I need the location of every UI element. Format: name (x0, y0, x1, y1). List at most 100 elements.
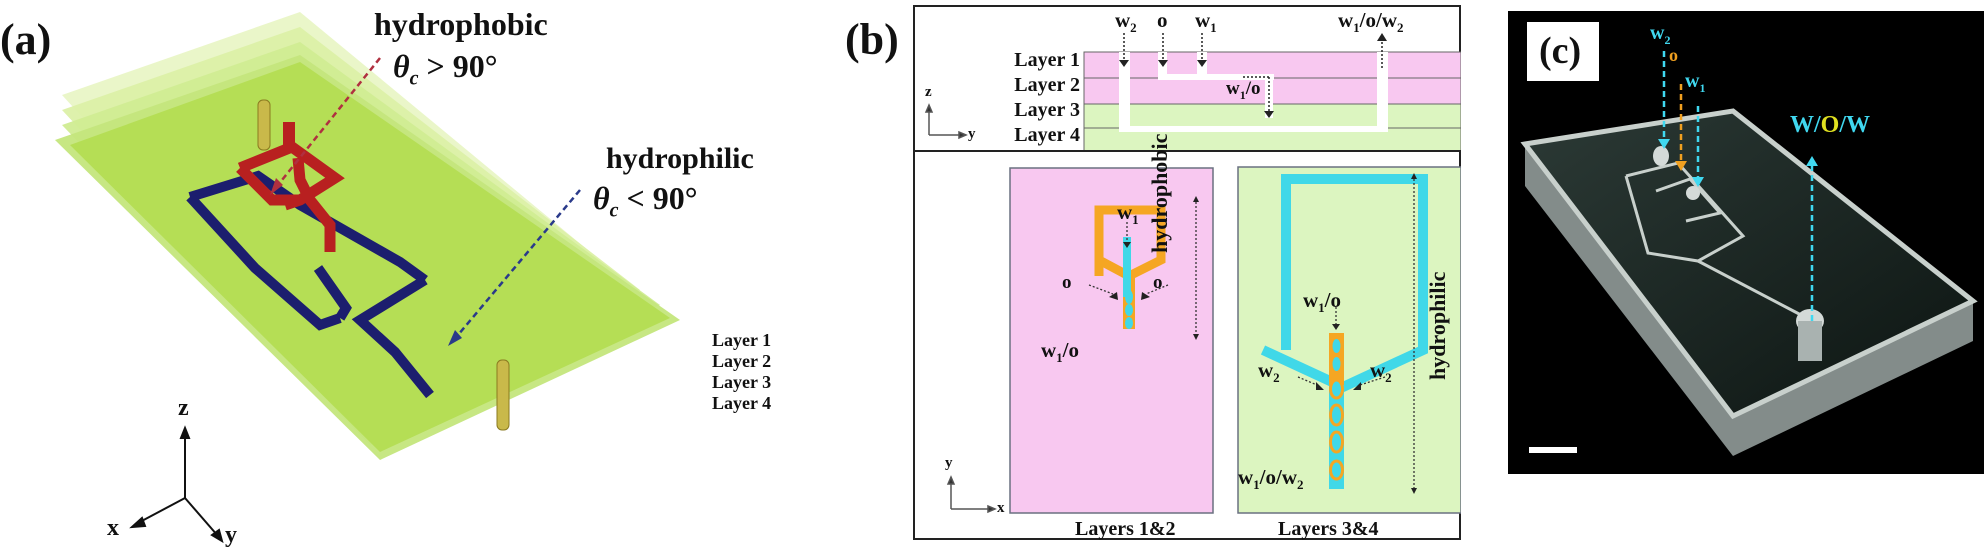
cross-layer-4-label: Layer 4 (1014, 124, 1080, 146)
inner-droplet (1332, 357, 1341, 371)
oil-inlet-port (283, 122, 295, 152)
inlet-base: w (1195, 8, 1211, 32)
double-emulsion-droplet (1329, 430, 1344, 454)
panel-b-divider (913, 150, 1461, 152)
hydrophobic-vertical-label: hydrophobic (1147, 133, 1172, 253)
cross-axis-y: y (968, 126, 976, 142)
label-sub: 1 (1699, 81, 1706, 95)
panel-b-label: (b) (845, 15, 899, 64)
droplet (1125, 290, 1133, 304)
axis-y-label: y (225, 522, 237, 548)
label-base: o (1669, 45, 1678, 65)
layers34-droplets (1329, 339, 1344, 481)
layers34-inlet: w1/o (1303, 288, 1341, 316)
layers34-arrows (1297, 179, 1415, 488)
outlet-part: /o/w (1359, 8, 1398, 32)
outlet-port (496, 359, 510, 431)
double-emulsion-droplet (1329, 459, 1344, 481)
cross-arrowheads (1119, 33, 1387, 118)
outlet-pillar (1798, 321, 1822, 361)
photo-arrows (1662, 51, 1814, 321)
layers34-product: w1/o/w2 (1238, 465, 1304, 493)
label-sub: 1 (1056, 350, 1063, 366)
layers34-w2-left: w2 (1258, 358, 1280, 386)
layer-legend: Layer 1 Layer 2 Layer 3 Layer 4 (712, 330, 771, 414)
layers12-arrowheads (1109, 196, 1199, 340)
double-emulsion-droplet (1329, 378, 1344, 400)
layer-2-label: Layer 2 (712, 351, 772, 371)
label-mid: /o/w (1259, 465, 1298, 489)
inlet-sub: 1 (1210, 20, 1217, 36)
label-base: w (1650, 22, 1665, 44)
layers12-arrows (1088, 202, 1197, 334)
cross-section-diagram (924, 33, 1461, 150)
droplet (1125, 304, 1133, 316)
layer-slabs (55, 12, 680, 460)
layer-4-label: Layer 4 (712, 393, 772, 413)
cross-internal-label: w1/o (1226, 78, 1261, 103)
hydrophilic-arrowhead (448, 330, 462, 346)
chip-side (1525, 144, 1973, 456)
cross-layer-labels: Layer 1 Layer 2 Layer 3 Layer 4 (1002, 48, 1080, 148)
theta-symbol: θ (593, 180, 610, 216)
theta-symbol: θ (393, 48, 410, 84)
inlet-port (1653, 146, 1669, 166)
cross-layer-3-label: Layer 3 (1014, 99, 1080, 121)
top-view-diagram (946, 166, 1461, 514)
photo-inlet-w2: w2 (1650, 22, 1670, 48)
scale-bar (1529, 447, 1577, 453)
hydrophobic-arrowhead (270, 178, 283, 195)
inlet-port (1686, 186, 1700, 200)
layers12-background (1009, 167, 1214, 514)
cross-inlet-o: o (1157, 8, 1168, 33)
inlet-base: o (1157, 8, 1168, 32)
hydrophobic-channel (236, 140, 345, 252)
panel-a-label: (a) (0, 15, 52, 64)
oil-channel (1094, 205, 1166, 281)
label-base: w (1303, 288, 1319, 312)
cross-flow-arrows (1123, 33, 1383, 111)
label-base: w (1685, 70, 1700, 92)
label-sub: 1 (1253, 477, 1260, 493)
top-axis-y: y (945, 455, 953, 471)
axis-z-label: z (178, 395, 189, 421)
label-base: w (1238, 465, 1254, 489)
axes-3d (129, 425, 224, 544)
label-base: w (1258, 358, 1274, 382)
photo-inlet-o: o (1669, 45, 1678, 66)
hydrophobic-pointer (277, 57, 381, 186)
double-emulsion-droplet (1329, 403, 1344, 427)
cross-layer-1-label: Layer 1 (1014, 49, 1080, 71)
internal-sub: 1 (1239, 87, 1246, 102)
layers12-inlet-w1: w1 (1117, 200, 1139, 228)
photo-inlet-w1: w1 (1685, 70, 1705, 96)
hydrophilic-vertical-label: hydrophilic (1425, 271, 1450, 380)
outlet-sub: 2 (1397, 20, 1404, 36)
label-base: w (1041, 338, 1057, 362)
panel-c-label: (c) (1539, 30, 1582, 72)
slab-top-surface (70, 62, 670, 452)
cross-axis-z: z (925, 84, 932, 100)
label-rest: /o (1062, 338, 1080, 362)
cross-axes (924, 103, 968, 140)
panel-a-3d-device (55, 12, 680, 544)
axis-x-label: x (107, 515, 119, 541)
hydrophilic-pointer (457, 189, 581, 336)
water-inner-channel (1123, 237, 1131, 297)
label-base: w (1370, 358, 1386, 382)
outlet-part: W/ (1790, 112, 1821, 138)
outlet-sub: 1 (1353, 20, 1360, 36)
internal-part: w (1226, 78, 1240, 99)
layer-3-label: Layer 3 (712, 372, 772, 392)
chip-channels (1624, 161, 1804, 318)
theta-subscript: c (409, 67, 419, 90)
cross-inlet-w2: w2 (1115, 8, 1137, 36)
panel-c-label-box (1527, 22, 1599, 81)
label-base: w (1117, 200, 1133, 224)
label-sub: 2 (1297, 477, 1304, 493)
inner-droplet (1332, 339, 1341, 353)
top-axis-x: x (997, 500, 1005, 516)
label-sub: 1 (1132, 212, 1139, 228)
label-sub: 2 (1664, 33, 1671, 47)
label-rest: /o (1324, 288, 1342, 312)
